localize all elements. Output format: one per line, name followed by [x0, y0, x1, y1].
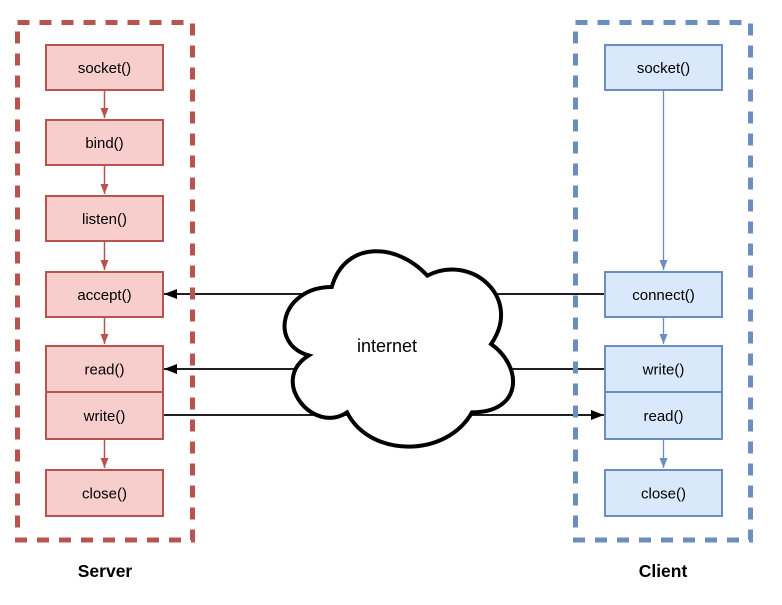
client-column: socket() connect() write() read() close(…: [573, 20, 753, 581]
server-label: Server: [78, 561, 133, 581]
cloud-shape: [282, 249, 515, 449]
server-node-accept-label: accept(): [77, 287, 131, 304]
client-node-socket: socket(): [604, 44, 723, 91]
client-node-write: write(): [604, 345, 723, 393]
client-container: [573, 20, 753, 543]
client-node-connect-box: [604, 271, 723, 318]
server-container: [15, 20, 195, 543]
server-node-close-box: [45, 469, 164, 517]
server-node-accept: accept(): [45, 271, 164, 318]
client-node-write-label: write(): [642, 362, 685, 379]
client-node-close-label: close(): [641, 486, 686, 503]
server-node-bind-label: bind(): [85, 135, 123, 152]
server-node-listen-box: [45, 195, 164, 242]
server-node-close-label: close(): [82, 486, 127, 503]
client-node-socket-box: [604, 44, 723, 91]
internet-cloud: internet: [282, 249, 515, 449]
client-node-read-label: read(): [643, 408, 683, 425]
server-node-read: read(): [45, 345, 164, 393]
server-column: socket() bind() listen() accept() read()…: [15, 20, 195, 581]
client-node-write-box: [604, 345, 723, 393]
server-node-close: close(): [45, 469, 164, 517]
client-node-read: read(): [604, 391, 723, 440]
server-node-read-label: read(): [84, 362, 124, 379]
client-node-connect-label: connect(): [632, 287, 695, 304]
server-node-listen: listen(): [45, 195, 164, 242]
client-node-socket-label: socket(): [637, 60, 690, 77]
client-node-read-box: [604, 391, 723, 440]
client-node-close-box: [604, 469, 723, 517]
client-node-close: close(): [604, 469, 723, 517]
server-node-write-box: [45, 391, 164, 440]
server-node-listen-label: listen(): [82, 211, 127, 228]
client-label: Client: [639, 561, 688, 581]
server-node-read-box: [45, 345, 164, 393]
server-node-bind: bind(): [45, 119, 164, 166]
server-node-socket-label: socket(): [78, 60, 131, 77]
server-node-socket-box: [45, 44, 164, 91]
server-node-socket: socket(): [45, 44, 164, 91]
server-node-write: write(): [45, 391, 164, 440]
cloud-label: internet: [357, 336, 417, 356]
client-node-connect: connect(): [604, 271, 723, 318]
server-node-accept-box: [45, 271, 164, 318]
server-node-write-label: write(): [83, 408, 126, 425]
server-node-bind-box: [45, 119, 164, 166]
